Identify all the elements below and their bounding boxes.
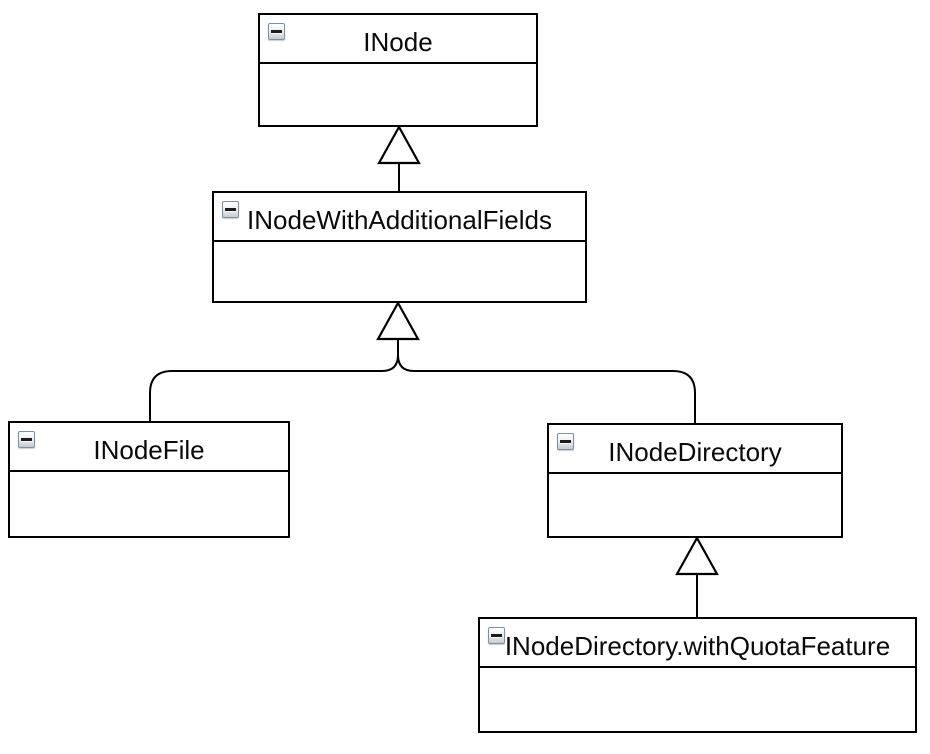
- minus-collapse-icon[interactable]: [488, 627, 505, 644]
- class-members-section: [549, 474, 841, 536]
- class-header: INodeWithAdditionalFields: [214, 193, 585, 242]
- edge-inodefile-to-inodewithadditionalfields: [149, 338, 399, 422]
- class-box-inodedirectory[interactable]: INodeDirectory: [547, 423, 843, 538]
- class-name-label: INode: [363, 27, 433, 57]
- minus-collapse-icon[interactable]: [268, 23, 285, 40]
- class-header: INode: [260, 15, 536, 64]
- class-name-label: INodeDirectory.withQuotaFeature: [504, 631, 891, 661]
- minus-collapse-icon[interactable]: [557, 433, 574, 450]
- edge-inodedirectory-to-inodewithadditionalfields: [397, 354, 696, 424]
- minus-collapse-icon[interactable]: [222, 201, 239, 218]
- class-members-section: [260, 64, 536, 125]
- class-members-section: [214, 242, 585, 301]
- class-members-section: [480, 668, 915, 731]
- class-header: INodeFile: [10, 423, 288, 472]
- class-box-inodefile[interactable]: INodeFile: [8, 421, 290, 538]
- class-box-inodedirectory-withquotafeature[interactable]: INodeDirectory.withQuotaFeature: [478, 617, 917, 733]
- class-members-section: [10, 472, 288, 536]
- generalization-triangle-icon: [376, 300, 420, 341]
- generalization-triangle-icon: [377, 124, 421, 165]
- class-box-inode[interactable]: INode: [258, 13, 538, 127]
- minus-collapse-icon[interactable]: [18, 431, 35, 448]
- class-header: INodeDirectory.withQuotaFeature: [480, 619, 915, 668]
- class-box-inodewithadditionalfields[interactable]: INodeWithAdditionalFields: [212, 191, 587, 303]
- class-name-label: INodeFile: [93, 435, 205, 465]
- class-name-label: INodeWithAdditionalFields: [247, 205, 552, 235]
- generalization-triangle-icon: [675, 535, 719, 576]
- class-name-label: INodeDirectory: [608, 437, 782, 467]
- class-header: INodeDirectory: [549, 425, 841, 474]
